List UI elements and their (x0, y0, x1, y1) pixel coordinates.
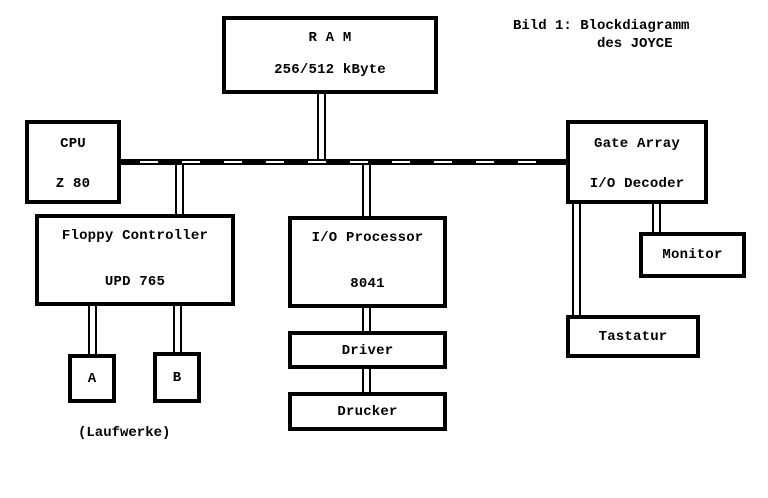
connector-gate-monitor (652, 202, 661, 234)
block-cpu: CPU Z 80 (25, 120, 121, 204)
bus-dash (434, 161, 452, 163)
drive-a-title: A (87, 371, 97, 387)
block-gate-array: Gate Array I/O Decoder (566, 120, 708, 204)
system-bus (120, 159, 568, 165)
block-tastatur: Tastatur (566, 315, 700, 358)
driver-title: Driver (341, 343, 394, 359)
bus-dash (224, 161, 242, 163)
block-drive-a: A (68, 354, 116, 403)
block-monitor: Monitor (639, 232, 746, 278)
drucker-title: Drucker (337, 404, 398, 420)
iop-title: I/O Processor (311, 230, 424, 246)
connector-ram-bus (317, 92, 326, 160)
monitor-title: Monitor (662, 247, 723, 263)
block-driver: Driver (288, 331, 447, 369)
connector-driver-drucker (362, 367, 371, 394)
connector-iop-driver (362, 306, 371, 333)
tastatur-title: Tastatur (598, 329, 668, 345)
connector-floppy-drive-b (173, 304, 182, 354)
ram-title: R A M (308, 30, 352, 46)
bus-dash (392, 161, 410, 163)
block-drucker: Drucker (288, 392, 447, 431)
ram-subtitle: 256/512 kByte (274, 62, 386, 78)
floppy-subtitle: UPD 765 (104, 274, 166, 290)
cpu-subtitle: Z 80 (55, 176, 91, 192)
connector-floppy-bus (175, 164, 184, 216)
drives-note: (Laufwerke) (78, 425, 171, 441)
connector-floppy-drive-a (88, 304, 97, 356)
bus-dash (266, 161, 284, 163)
bus-dash (182, 161, 200, 163)
block-io-processor: I/O Processor 8041 (288, 216, 447, 308)
connector-iop-bus (362, 164, 371, 218)
gate-array-subtitle: I/O Decoder (589, 176, 685, 192)
bus-dash (518, 161, 536, 163)
caption-line-1: Bild 1: Blockdiagramm (513, 18, 690, 34)
drive-b-title: B (172, 370, 182, 386)
floppy-title: Floppy Controller (61, 228, 209, 244)
caption-line-2: des JOYCE (597, 36, 673, 52)
iop-subtitle: 8041 (350, 276, 385, 292)
gate-array-title: Gate Array (593, 136, 680, 152)
bus-dash (476, 161, 494, 163)
connector-gate-tastatur (572, 202, 581, 316)
block-drive-b: B (153, 352, 201, 403)
bus-dash (140, 161, 158, 163)
bus-dash (350, 161, 368, 163)
block-ram: R A M 256/512 kByte (222, 16, 438, 94)
bus-dash (308, 161, 326, 163)
cpu-title: CPU (60, 136, 86, 152)
block-floppy-controller: Floppy Controller UPD 765 (35, 214, 235, 306)
